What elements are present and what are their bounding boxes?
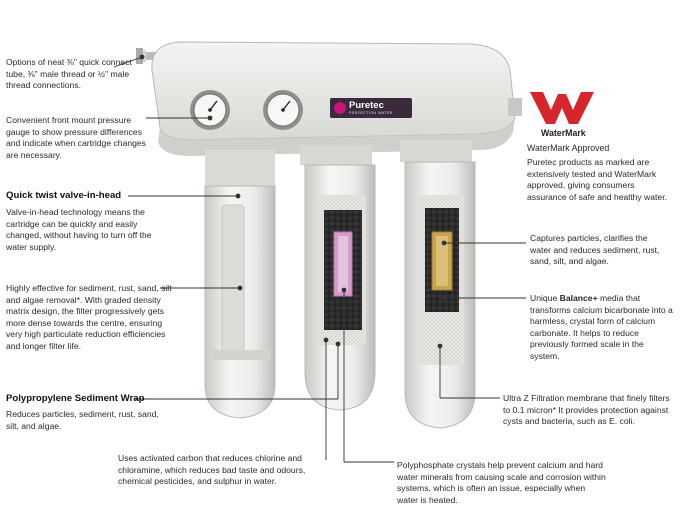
valve-body: Valve-in-head technology means the cartr… [6,207,158,253]
connections-text: Options of neat ⅜" quick connect tube, ⅜… [6,57,136,92]
balance-rest: media that transforms calcium bicarbonat… [530,293,673,361]
balance-prefix: Unique [530,293,560,303]
housing-ultraz [400,140,475,428]
watermark-title: WaterMark Approved [527,143,609,155]
valve-heading: Quick twist valve-in-head [6,190,121,201]
balance-bold: Balance+ [560,293,598,303]
wrap-body: Reduces particles, sediment, rust, sand,… [6,409,174,432]
balance-text: Unique Balance+ media that transforms ca… [530,293,675,363]
carbon-text: Uses activated carbon that reduces chlor… [118,453,320,488]
pressure-gauge-right [263,90,303,130]
captures-text: Captures particles, clarifies the water … [530,233,670,268]
sediment-text: Highly effective for sediment, rust, san… [6,283,178,353]
housing-carbon [300,145,375,410]
watermark-logo [530,92,594,124]
puretec-brand: Puretec [349,100,384,111]
polyphosphate-text: Polyphosphate crystals help prevent calc… [397,460,607,506]
watermark-body: Puretec products as marked are extensive… [527,157,667,203]
watermark-label: WaterMark [541,128,586,138]
ultraz-text: Ultra Z Filtration membrane that finely … [503,393,675,428]
wrap-heading: Polypropylene Sediment Wrap [6,393,144,404]
gauges-text: Convenient front mount pressure gauge to… [6,115,146,161]
puretec-tagline: PERFECTION WATER [349,111,393,115]
pressure-gauge-left [190,90,230,130]
housing-sediment [205,150,275,418]
